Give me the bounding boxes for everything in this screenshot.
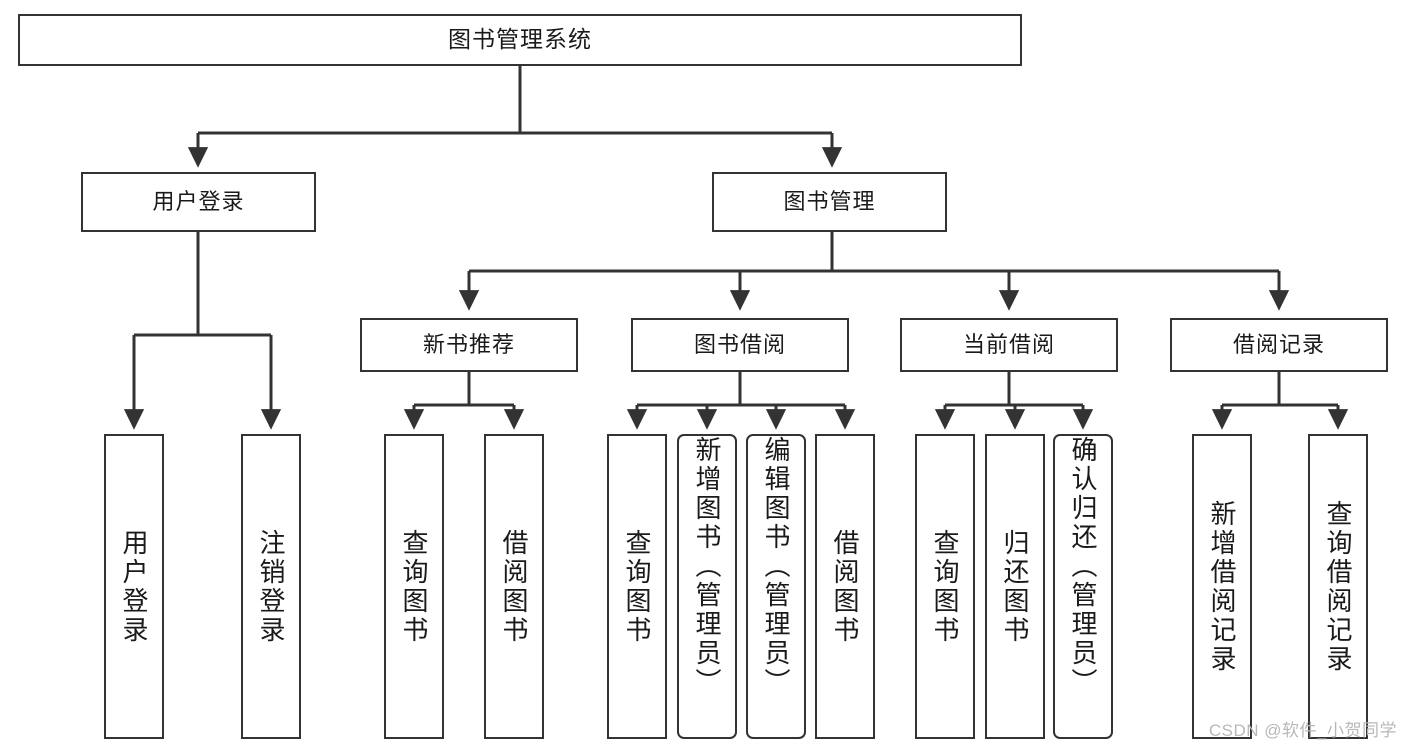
- node-borrow-records[interactable]: 借阅记录: [1170, 318, 1388, 372]
- leaf-user-login-signin[interactable]: 用户登录: [104, 434, 164, 739]
- node-book-management[interactable]: 图书管理: [712, 172, 947, 232]
- leaf-book-borrow-borrow[interactable]: 借阅图书: [815, 434, 875, 739]
- node-label: 当前借阅: [962, 331, 1055, 357]
- node-new-book-recommend[interactable]: 新书推荐: [360, 318, 578, 372]
- node-book-borrow[interactable]: 图书借阅: [631, 318, 849, 372]
- node-label: 用户登录: [119, 528, 149, 645]
- node-label: 注销登录: [256, 528, 286, 645]
- node-label: 归还图书: [1000, 528, 1030, 645]
- node-label: 借阅图书: [830, 528, 860, 645]
- node-label: 新书推荐: [422, 331, 515, 357]
- node-label: 查询图书: [399, 528, 429, 645]
- leaf-new-book-borrow[interactable]: 借阅图书: [484, 434, 544, 739]
- node-label: 查询图书: [622, 528, 652, 645]
- leaf-current-borrow-query[interactable]: 查询图书: [915, 434, 975, 739]
- node-label: 确认归还（管理员）: [1068, 436, 1098, 697]
- node-label: 查询借阅记录: [1323, 499, 1353, 674]
- leaf-current-borrow-confirm-admin[interactable]: 确认归还（管理员）: [1053, 434, 1113, 739]
- node-label: 编辑图书（管理员）: [761, 436, 791, 697]
- leaf-book-borrow-query[interactable]: 查询图书: [607, 434, 667, 739]
- node-user-login[interactable]: 用户登录: [81, 172, 316, 232]
- node-label: 新增借阅记录: [1207, 499, 1237, 674]
- leaf-book-borrow-add-admin[interactable]: 新增图书（管理员）: [677, 434, 737, 739]
- node-label: 查询图书: [930, 528, 960, 645]
- node-label: 新增图书（管理员）: [692, 436, 722, 697]
- watermark: CSDN @软件_小贺同学: [1208, 721, 1397, 740]
- node-label: 借阅记录: [1232, 331, 1325, 357]
- node-label: 图书管理: [783, 188, 876, 214]
- leaf-borrow-records-add[interactable]: 新增借阅记录: [1192, 434, 1252, 739]
- node-label: 用户登录: [152, 188, 245, 214]
- node-label: 图书借阅: [693, 331, 786, 357]
- node-label: 借阅图书: [499, 528, 529, 645]
- leaf-borrow-records-query[interactable]: 查询借阅记录: [1308, 434, 1368, 739]
- node-label: 图书管理系统: [448, 26, 592, 53]
- leaf-book-borrow-edit-admin[interactable]: 编辑图书（管理员）: [746, 434, 806, 739]
- node-root-book-management-system[interactable]: 图书管理系统: [18, 14, 1022, 66]
- node-current-borrow[interactable]: 当前借阅: [900, 318, 1118, 372]
- leaf-new-book-query[interactable]: 查询图书: [384, 434, 444, 739]
- leaf-user-login-signout[interactable]: 注销登录: [241, 434, 301, 739]
- leaf-current-borrow-return[interactable]: 归还图书: [985, 434, 1045, 739]
